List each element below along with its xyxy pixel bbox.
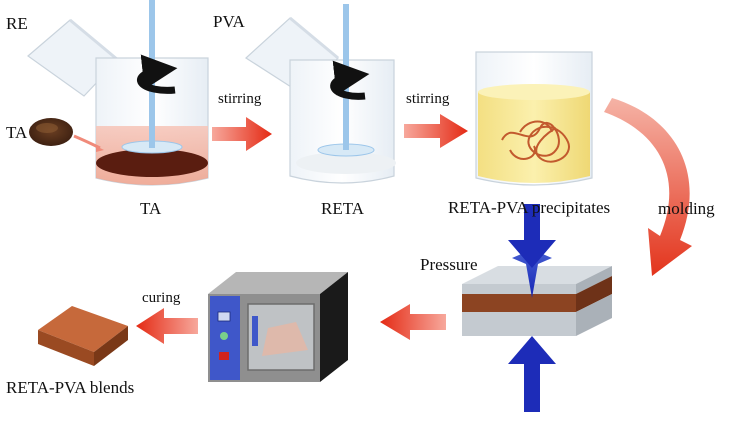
label-curing: curing xyxy=(142,290,181,306)
rotation-arrow-icon-2 xyxy=(330,60,370,100)
label-ta-side: TA xyxy=(6,123,28,142)
curing-oven-icon xyxy=(208,272,348,382)
label-stirring-2: stirring xyxy=(406,91,450,107)
process-arrow-2 xyxy=(404,114,468,148)
molding-curved-arrow xyxy=(604,98,692,276)
rotation-arrow-icon xyxy=(136,54,178,94)
process-arrow-1 xyxy=(212,117,272,151)
beaker-reta xyxy=(289,4,396,184)
label-pressure: Pressure xyxy=(420,255,478,274)
beaker-ta xyxy=(95,0,209,186)
label-molding: molding xyxy=(658,199,715,218)
pressure-arrow-down xyxy=(508,204,556,268)
pressure-arrow-up xyxy=(508,336,556,412)
process-arrow-4 xyxy=(136,308,198,344)
mold-press-icon xyxy=(462,266,612,336)
label-pva: PVA xyxy=(213,12,245,31)
precipitate-strands xyxy=(501,120,570,163)
label-reta-pva-precipitates: RETA-PVA precipitates xyxy=(448,198,611,217)
blend-block xyxy=(38,306,128,366)
label-reta: RETA xyxy=(321,199,365,218)
beaker-reta-pva xyxy=(475,51,593,186)
ta-sediment xyxy=(96,149,208,177)
label-reta-pva-blends: RETA-PVA blends xyxy=(6,378,135,397)
label-re: RE xyxy=(6,14,28,33)
ta-powder xyxy=(29,118,104,152)
label-ta: TA xyxy=(140,199,162,218)
label-stirring-1: stirring xyxy=(218,91,262,107)
process-arrow-3 xyxy=(380,304,446,340)
